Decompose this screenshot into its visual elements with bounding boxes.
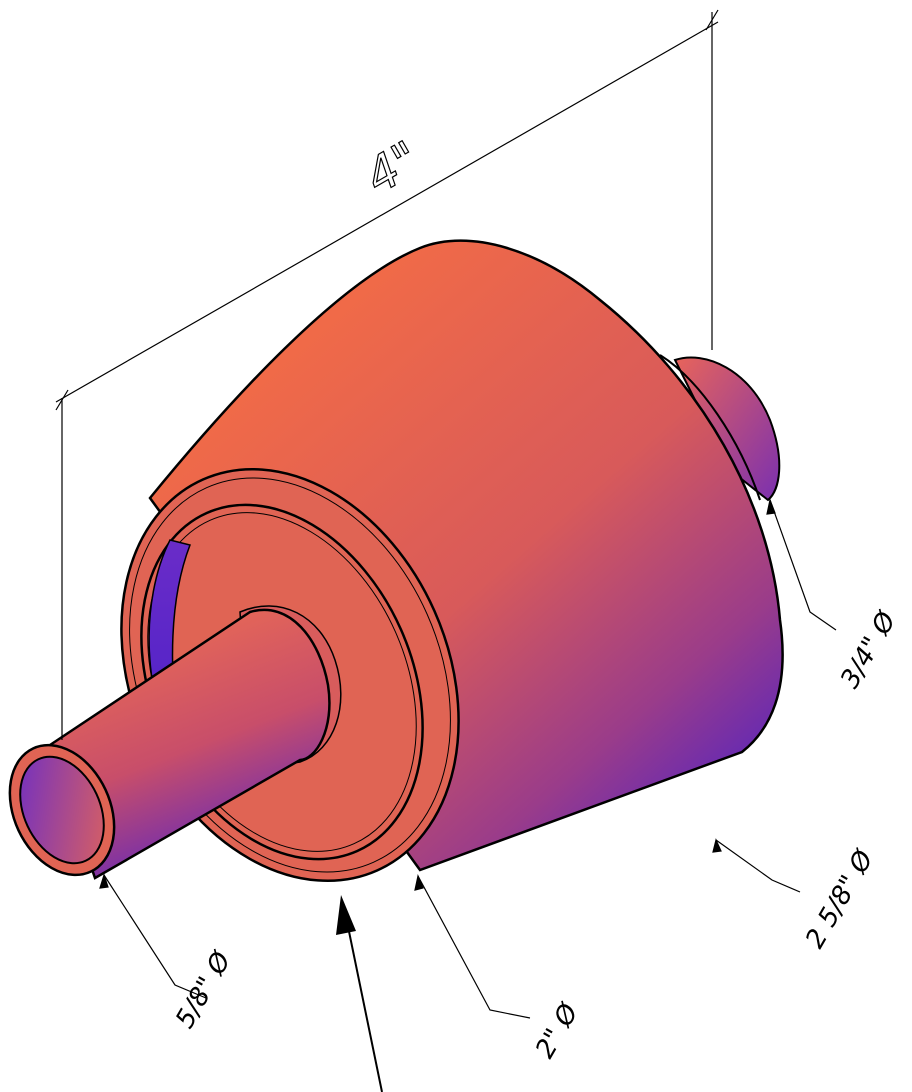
front-tube-callout: 5/8" Ø bbox=[170, 946, 238, 1034]
cone-large-callout: 2 5/8" Ø bbox=[800, 844, 880, 953]
flange-leader bbox=[414, 873, 531, 1019]
rear-boss-leader bbox=[766, 497, 837, 631]
rear-boss-callout: 3/4" Ø bbox=[835, 606, 903, 694]
flange-pointer-arrow bbox=[336, 895, 383, 1092]
flange-callout: 2" Ø bbox=[530, 998, 585, 1064]
overall-length-dimension bbox=[55, 9, 719, 740]
front-tube-leader bbox=[99, 873, 207, 999]
front-tube bbox=[8, 608, 331, 880]
cone-large-leader bbox=[712, 838, 801, 893]
